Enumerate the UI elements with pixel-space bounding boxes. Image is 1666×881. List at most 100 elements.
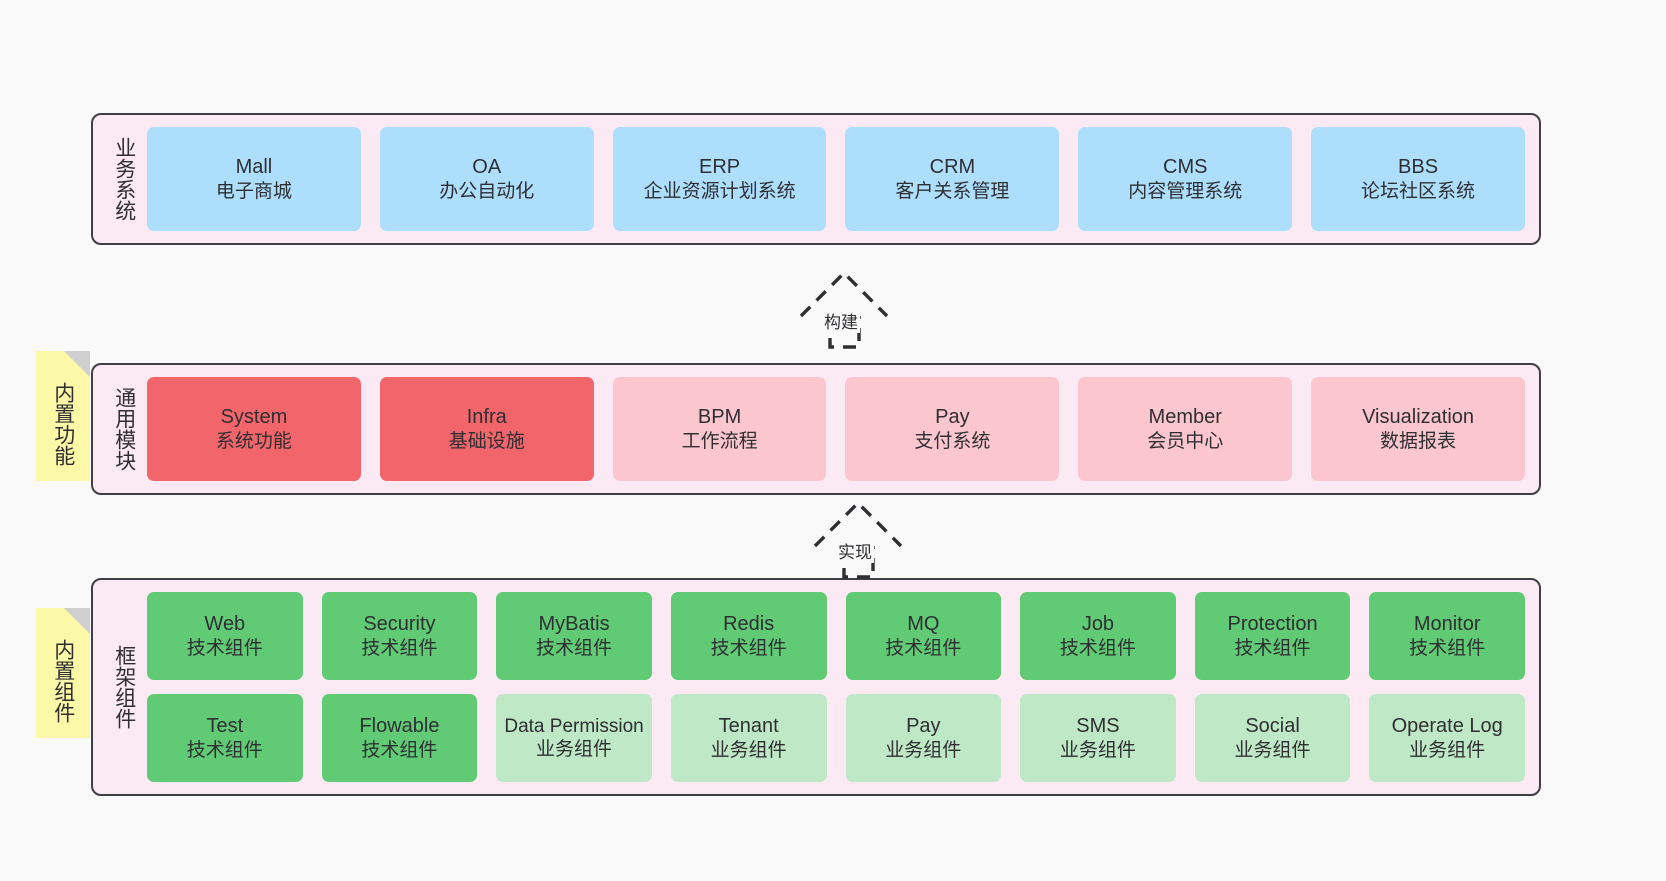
component-card-job-cn: 技术组件 [1059,637,1136,659]
module-card-pay-cn: 支付系统 [914,430,991,452]
module-card-mall[interactable]: Mall 电子商城 [147,127,361,231]
module-card-bpm-cn: 工作流程 [681,430,758,452]
component-card-pay-en: Pay [906,715,941,738]
layer-business-system-cells: Mall 电子商城 OA 办公自动化 ERP 企业资源计划系统 CRM 客户关系… [147,127,1525,231]
module-card-bbs-cn: 论坛社区系统 [1361,180,1476,202]
component-card-flowable[interactable]: Flowable 技术组件 [321,694,478,782]
component-card-security-en: Security [363,613,436,636]
component-card-tenant-en: Tenant [718,715,779,738]
component-card-job-en: Job [1081,613,1115,636]
sticky-note-builtin-function-label: 内置功能 [51,382,75,466]
module-card-visualization[interactable]: Visualization 数据报表 [1311,377,1525,481]
component-card-monitor[interactable]: Monitor 技术组件 [1369,592,1525,680]
module-card-system[interactable]: System 系统功能 [147,377,361,481]
component-card-test[interactable]: Test 技术组件 [147,694,303,782]
layer-common-module: 通用模块 System 系统功能 Infra 基础设施 BPM 工作流程 Pay… [91,363,1541,495]
connector-build: 构建 [786,263,902,349]
module-card-bpm-en: BPM [697,406,742,429]
module-card-erp[interactable]: ERP 企业资源计划系统 [612,127,827,231]
component-card-mybatis-en: MyBatis [538,613,610,636]
component-card-web-en: Web [204,613,246,636]
component-card-redis[interactable]: Redis 技术组件 [670,592,827,680]
component-card-mybatis[interactable]: MyBatis 技术组件 [496,592,652,680]
component-card-operate-log-cn: 业务组件 [1409,739,1486,761]
component-card-redis-cn: 技术组件 [710,637,787,659]
component-card-mq[interactable]: MQ 技术组件 [845,592,1002,680]
component-card-flowable-cn: 技术组件 [361,739,438,761]
module-card-erp-cn: 企业资源计划系统 [643,180,796,202]
module-card-cms-en: CMS [1163,156,1208,179]
sticky-note-builtin-component: 内置组件 [36,608,90,738]
module-card-bbs[interactable]: BBS 论坛社区系统 [1311,127,1525,231]
component-card-redis-en: Redis [723,613,775,636]
module-card-member-cn: 会员中心 [1147,430,1224,452]
component-card-security[interactable]: Security 技术组件 [321,592,478,680]
component-card-social[interactable]: Social 业务组件 [1194,694,1351,782]
component-card-pay[interactable]: Pay 业务组件 [845,694,1002,782]
sticky-fold-corner-icon [64,351,90,377]
module-card-member-en: Member [1148,406,1222,429]
layer-framework-component-title: 框架组件 [112,645,136,729]
sticky-fold-corner-icon [64,608,90,634]
module-card-mall-en: Mall [235,156,273,179]
module-card-cms[interactable]: CMS 内容管理系统 [1078,127,1293,231]
component-card-test-en: Test [206,715,244,738]
component-card-operate-log-en: Operate Log [1391,715,1503,738]
module-card-cms-cn: 内容管理系统 [1128,180,1243,202]
component-card-data-permission[interactable]: Data Permission 业务组件 [496,694,652,782]
component-card-test-cn: 技术组件 [186,739,263,761]
connector-build-label: 构建 [822,308,860,333]
module-card-crm-cn: 客户关系管理 [895,180,1010,202]
component-card-monitor-cn: 技术组件 [1409,637,1486,659]
module-card-system-cn: 系统功能 [215,430,292,452]
component-card-flowable-en: Flowable [359,715,440,738]
module-card-crm-en: CRM [929,156,976,179]
component-card-web-cn: 技术组件 [186,637,263,659]
connector-implement-label: 实现 [836,538,874,563]
component-card-sms-en: SMS [1076,715,1120,738]
module-card-pay[interactable]: Pay 支付系统 [845,377,1060,481]
module-card-visualization-en: Visualization [1362,406,1475,429]
component-card-job[interactable]: Job 技术组件 [1020,592,1176,680]
component-card-protection-en: Protection [1227,613,1318,636]
sticky-note-builtin-component-label: 内置组件 [51,639,75,723]
module-card-system-en: System [220,406,288,429]
component-card-tenant-cn: 业务组件 [710,739,787,761]
layer-common-module-row: System 系统功能 Infra 基础设施 BPM 工作流程 Pay 支付系统… [147,377,1525,481]
layer-framework-component-row-tech: Web 技术组件 Security 技术组件 MyBatis 技术组件 Redi… [147,592,1525,680]
layer-common-module-title: 通用模块 [112,387,136,471]
layer-framework-component-cells: Web 技术组件 Security 技术组件 MyBatis 技术组件 Redi… [147,592,1525,782]
layer-framework-component-row-business: Test 技术组件 Flowable 技术组件 Data Permission … [147,694,1525,782]
component-card-security-cn: 技术组件 [361,637,438,659]
component-card-monitor-en: Monitor [1413,613,1481,636]
module-card-infra[interactable]: Infra 基础设施 [379,377,594,481]
component-card-data-permission-cn: 业务组件 [536,739,613,760]
module-card-bbs-en: BBS [1398,156,1439,179]
module-card-member[interactable]: Member 会员中心 [1078,377,1293,481]
sticky-note-builtin-function: 内置功能 [36,351,90,481]
component-card-web[interactable]: Web 技术组件 [147,592,303,680]
module-card-oa-en: OA [472,156,502,179]
component-card-operate-log[interactable]: Operate Log 业务组件 [1369,694,1525,782]
component-card-sms[interactable]: SMS 业务组件 [1020,694,1176,782]
implement-arrow-icon [813,500,903,579]
build-arrow-icon [799,270,889,349]
module-card-crm[interactable]: CRM 客户关系管理 [845,127,1060,231]
component-card-protection-cn: 技术组件 [1234,637,1311,659]
module-card-bpm[interactable]: BPM 工作流程 [612,377,827,481]
module-card-mall-cn: 电子商城 [215,180,292,202]
component-card-pay-cn: 业务组件 [885,739,962,761]
component-card-tenant[interactable]: Tenant 业务组件 [670,694,827,782]
module-card-visualization-cn: 数据报表 [1380,430,1457,452]
layer-common-module-cells: System 系统功能 Infra 基础设施 BPM 工作流程 Pay 支付系统… [147,377,1525,481]
layer-framework-component: 框架组件 Web 技术组件 Security 技术组件 MyBatis 技术组件… [91,578,1541,796]
module-card-oa[interactable]: OA 办公自动化 [379,127,594,231]
layer-business-system-row: Mall 电子商城 OA 办公自动化 ERP 企业资源计划系统 CRM 客户关系… [147,127,1525,231]
module-card-erp-en: ERP [699,156,741,179]
module-card-infra-cn: 基础设施 [448,430,525,452]
connector-implement: 实现 [800,493,916,579]
component-card-protection[interactable]: Protection 技术组件 [1194,592,1351,680]
module-card-oa-cn: 办公自动化 [439,180,535,202]
component-card-social-en: Social [1245,715,1300,738]
